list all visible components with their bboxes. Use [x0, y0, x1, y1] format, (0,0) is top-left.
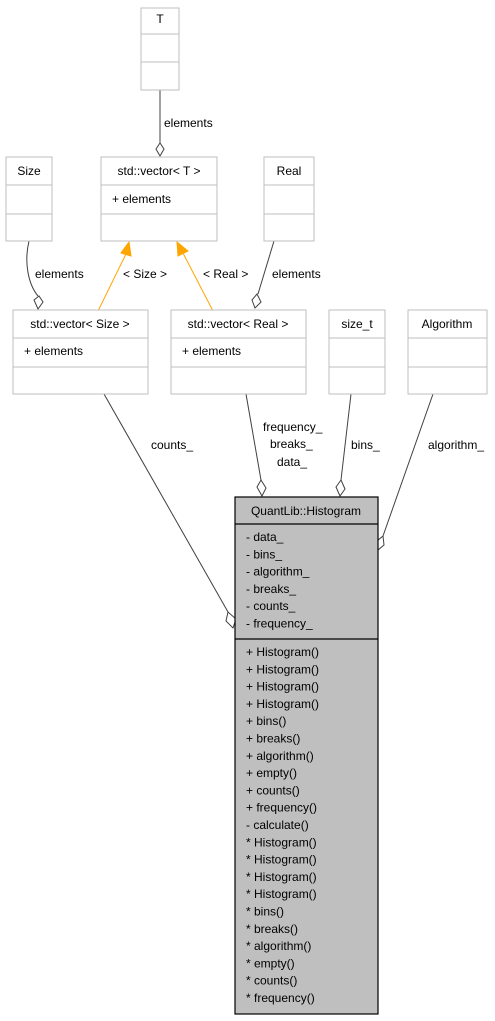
- node-size: Size: [5, 156, 53, 242]
- node-vector-size: std::vector< Size > + elements: [12, 309, 149, 395]
- node-vector-real: std::vector< Real > + elements: [170, 309, 307, 395]
- histogram-method: * frequency(): [246, 991, 315, 1005]
- histogram-method: + Histogram(): [246, 680, 319, 694]
- edge-label-size-elements: elements: [35, 267, 84, 281]
- histogram-method: + frequency(): [246, 801, 317, 815]
- edge-label-frequency: frequency_: [263, 420, 323, 434]
- edge-label-data: data_: [277, 455, 307, 469]
- node-vector-real-title: std::vector< Real >: [188, 317, 289, 331]
- edge-label-breaks: breaks_: [270, 437, 313, 451]
- node-size-t-title: size_t: [341, 317, 373, 331]
- node-vector-size-title: std::vector< Size >: [30, 317, 129, 331]
- histogram-method: - calculate(): [246, 818, 309, 832]
- edge-t-diamond: [155, 142, 165, 158]
- node-size-title: Size: [17, 164, 41, 178]
- histogram-method: + Histogram(): [246, 697, 319, 711]
- node-vector-t: std::vector< T > + elements: [100, 156, 218, 242]
- histogram-method: * breaks(): [246, 922, 298, 936]
- edge-real-diamond: [251, 293, 262, 309]
- edge-bins-diamond: [335, 478, 346, 498]
- histogram-method: + bins(): [246, 714, 286, 728]
- edge-label-size-template: < Size >: [123, 267, 167, 281]
- histogram-attribute: - counts_: [246, 599, 296, 613]
- edge-label-t-elements: elements: [164, 116, 213, 130]
- node-t: T: [140, 7, 180, 91]
- histogram-method: + breaks(): [246, 732, 300, 746]
- histogram-method: * empty(): [246, 956, 295, 970]
- node-real: Real: [263, 156, 315, 242]
- histogram-method: + counts(): [246, 783, 300, 797]
- histogram-method: + Histogram(): [246, 662, 319, 676]
- edge-counts: [103, 393, 229, 613]
- edge-vector-size-arrowhead: [120, 240, 132, 257]
- node-vector-t-title: std::vector< T >: [118, 164, 201, 178]
- histogram-method: + empty(): [246, 766, 297, 780]
- edge-label-counts: counts_: [151, 438, 193, 452]
- node-t-title: T: [156, 12, 164, 26]
- histogram-method: * bins(): [246, 905, 284, 919]
- node-histogram-title: QuantLib::Histogram: [251, 504, 361, 518]
- histogram-method: * Histogram(): [246, 870, 317, 884]
- edge-algorithm: [382, 393, 434, 537]
- histogram-method: * Histogram(): [246, 835, 317, 849]
- node-algorithm-title: Algorithm: [422, 317, 473, 331]
- edge-bins: [340, 393, 352, 481]
- edge-vector-real-arrowhead: [176, 240, 189, 257]
- edge-label-real-elements: elements: [272, 267, 321, 281]
- node-vector-size-attr-0: + elements: [24, 344, 83, 358]
- edge-size-diamond: [33, 295, 44, 311]
- histogram-method: * counts(): [246, 974, 297, 988]
- edge-label-real-template: < Real >: [203, 267, 248, 281]
- edge-vector-real-template: [182, 252, 214, 312]
- histogram-method: * Histogram(): [246, 853, 317, 867]
- histogram-method: * Histogram(): [246, 887, 317, 901]
- edge-real-elements: [257, 240, 275, 295]
- node-size-t: size_t: [328, 309, 386, 395]
- node-vector-t-attr-0: + elements: [112, 192, 171, 206]
- node-vector-real-attr-0: + elements: [182, 344, 241, 358]
- node-real-title: Real: [277, 164, 302, 178]
- edge-label-algorithm: algorithm_: [428, 438, 484, 452]
- edge-frequency-breaks-data: [245, 393, 262, 481]
- histogram-method: + algorithm(): [246, 749, 314, 763]
- edge-size-elements: [26, 240, 39, 297]
- histogram-method: * algorithm(): [246, 939, 311, 953]
- histogram-attribute: - bins_: [246, 547, 282, 561]
- node-algorithm: Algorithm: [407, 309, 488, 395]
- edge-vector-size-template: [97, 253, 127, 312]
- histogram-attribute: - data_: [246, 530, 284, 544]
- histogram-attribute: - frequency_: [246, 617, 313, 631]
- histogram-method: + Histogram(): [246, 645, 319, 659]
- edge-counts-diamond: [225, 611, 237, 629]
- histogram-attribute: - algorithm_: [246, 565, 310, 579]
- edge-frequency-diamond: [256, 479, 267, 498]
- node-histogram: QuantLib::Histogram - data_- bins_- algo…: [234, 496, 379, 1015]
- histogram-attribute: - breaks_: [246, 582, 296, 596]
- edge-label-bins: bins_: [351, 438, 380, 452]
